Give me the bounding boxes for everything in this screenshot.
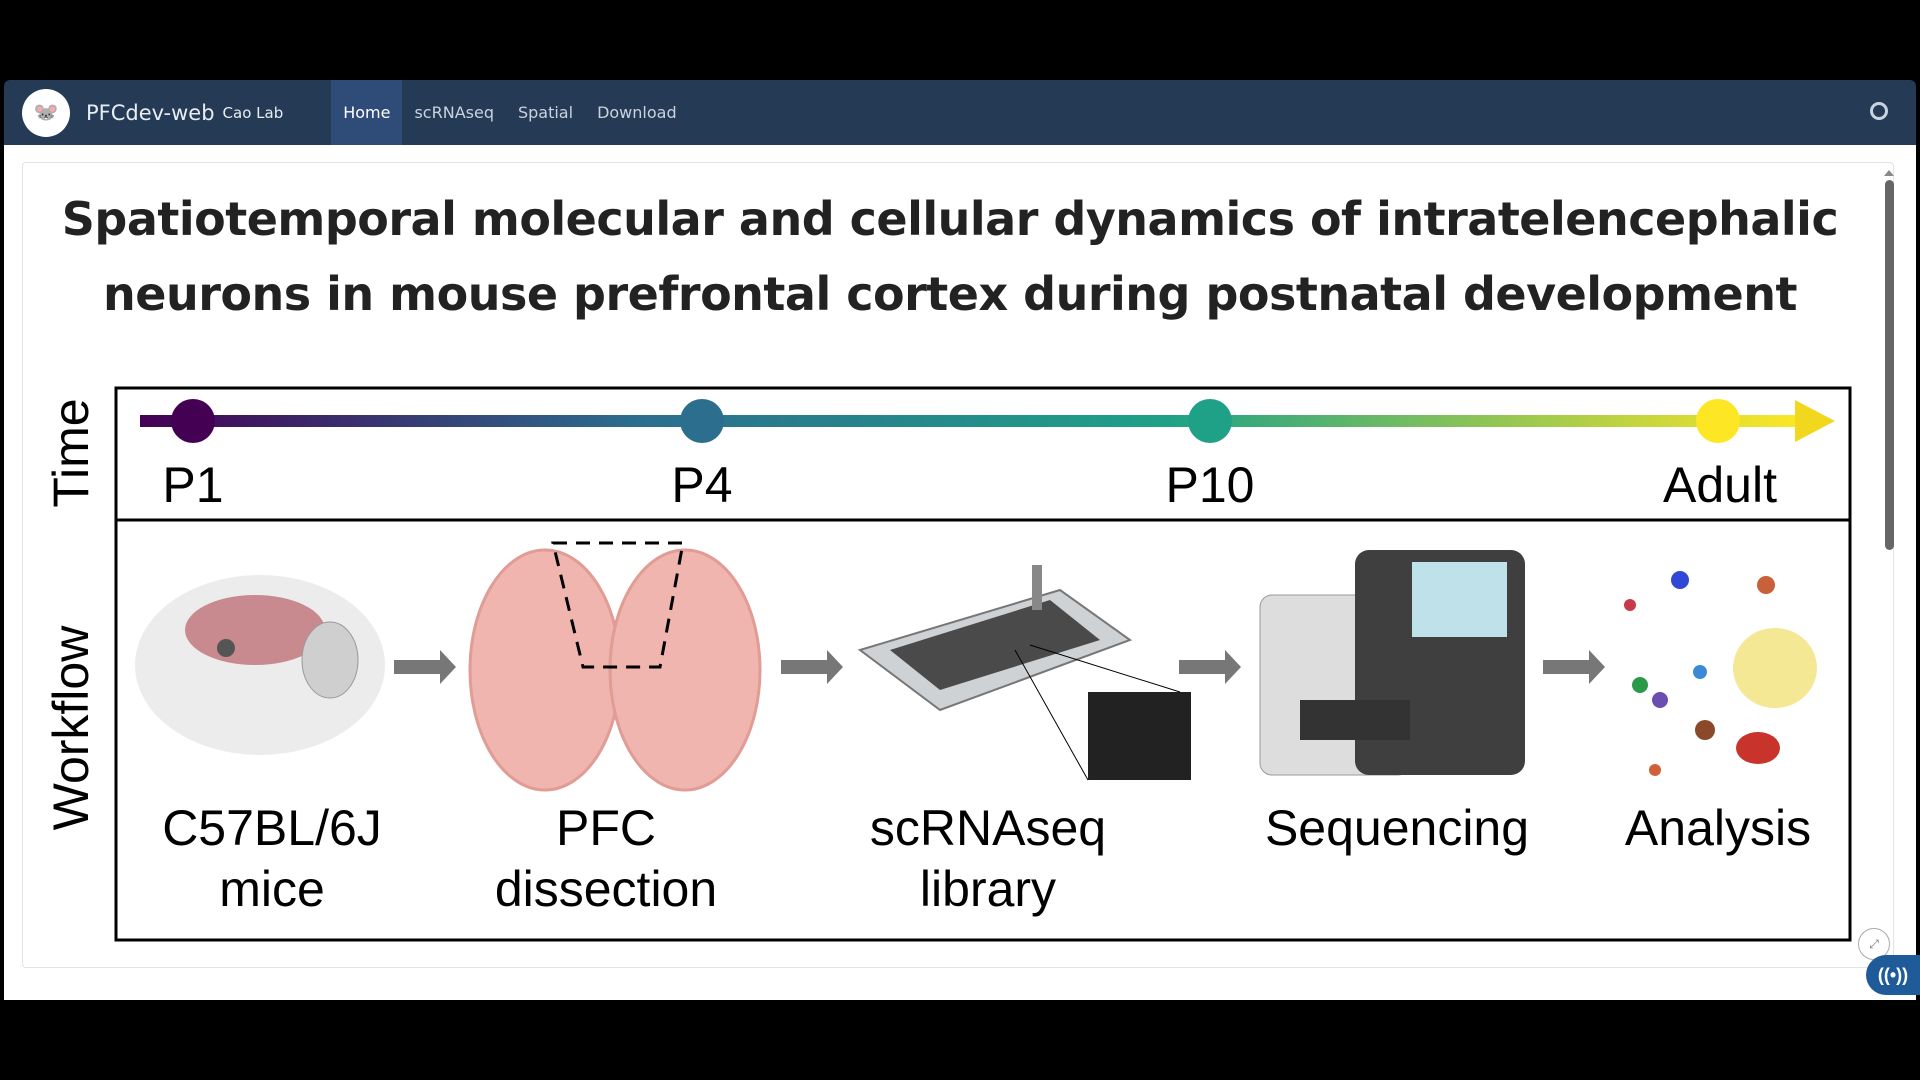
step-label: library: [920, 861, 1056, 917]
time-label: Time: [43, 398, 99, 507]
github-icon[interactable]: [1870, 102, 1888, 120]
step-label: PFC: [556, 800, 656, 856]
brand-subtitle: Cao Lab: [222, 103, 284, 122]
timepoint-label: P10: [1166, 457, 1255, 513]
step-label: Analysis: [1625, 800, 1811, 856]
workflow-label: Workflow: [43, 625, 99, 831]
timepoint-dot-adult: [1696, 399, 1740, 443]
timeline-bar: [140, 415, 1800, 427]
arrow-icon: [394, 650, 456, 684]
timeline-arrowhead: [1795, 400, 1835, 442]
mouse-illustration: [135, 575, 385, 755]
scrollbar-thumb[interactable]: [1885, 180, 1894, 550]
brain-illustration: [468, 541, 762, 792]
step-label: Sequencing: [1265, 800, 1529, 856]
step-label: mice: [219, 861, 325, 917]
chip-illustration: [857, 565, 1191, 781]
sequencer-illustration: [1259, 550, 1525, 776]
scroll-up-icon[interactable]: [1884, 170, 1894, 176]
nav-download[interactable]: Download: [597, 103, 677, 122]
timepoint-dot-p4: [680, 399, 724, 443]
arrow-icon: [781, 650, 843, 684]
timepoint-label: Adult: [1663, 457, 1777, 513]
timepoint-label: P1: [162, 457, 223, 513]
timepoint-dot-p1: [171, 399, 215, 443]
expand-icon[interactable]: ⤢: [1858, 928, 1890, 960]
nav-scrnaseq[interactable]: scRNAseq: [414, 103, 494, 122]
lab-logo[interactable]: 🐭: [22, 88, 70, 137]
arrow-icon: [1179, 650, 1241, 684]
nav-home[interactable]: Home: [331, 80, 403, 145]
page-title: Spatiotemporal molecular and cellular dy…: [61, 192, 1839, 321]
umap-illustration: [1624, 571, 1817, 776]
navbar: 🐭 PFCdev-web Cao Lab Home scRNAseq Spati…: [4, 80, 1916, 145]
brand-name[interactable]: PFCdev-web: [86, 100, 215, 125]
broadcast-icon[interactable]: ((•)): [1866, 955, 1920, 995]
timepoint-dot-p10: [1188, 399, 1232, 443]
arrow-icon: [1543, 650, 1605, 684]
workflow-arrows: [394, 650, 1605, 684]
nav-spatial[interactable]: Spatial: [517, 103, 574, 122]
timepoint-label: P4: [671, 457, 732, 513]
step-label: C57BL/6J: [162, 800, 382, 856]
step-label: scRNAseq: [870, 800, 1106, 856]
step-label: dissection: [495, 861, 717, 917]
